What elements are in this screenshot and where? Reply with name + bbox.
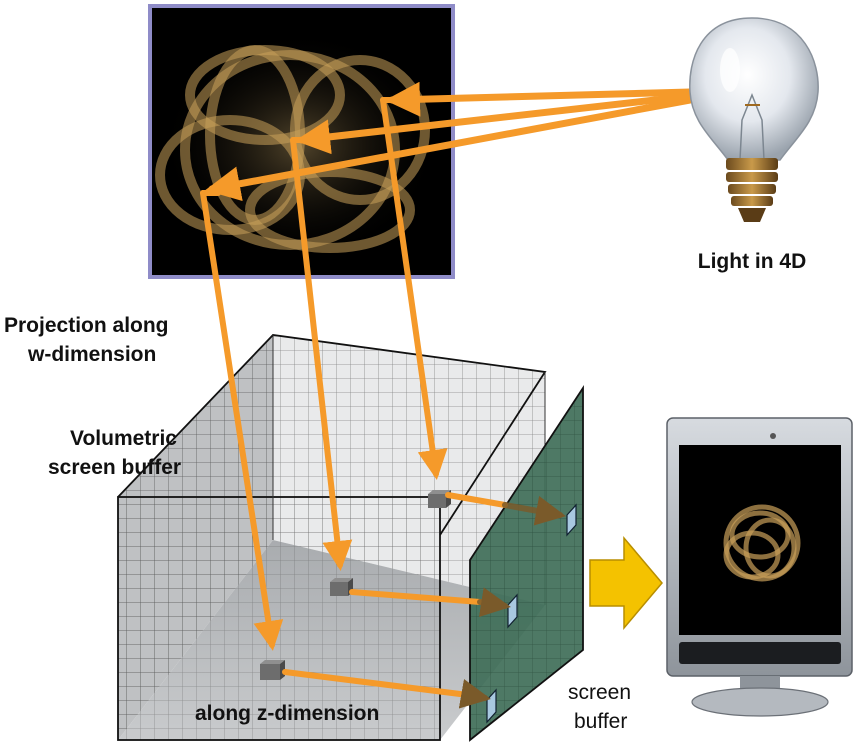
pixel-marker xyxy=(566,503,577,537)
light-bulb-icon xyxy=(689,17,819,222)
light-rays xyxy=(205,81,694,202)
volumetric-label-line1: Volumetric xyxy=(70,427,177,450)
right-arrow-icon xyxy=(589,535,663,631)
screen-buffer-label-line2: buffer xyxy=(574,710,627,733)
rendered-object-image xyxy=(155,45,430,253)
voxel xyxy=(260,660,285,680)
screen-buffer-label-line1: screen xyxy=(568,681,631,704)
projection-label-line2: w-dimension xyxy=(27,343,156,366)
light-label: Light in 4D xyxy=(698,250,807,273)
projection-label-line1: Projection along xyxy=(4,314,169,337)
z-dimension-label: along z-dimension xyxy=(195,702,379,725)
z-dimension-rays xyxy=(282,492,566,709)
monitor-render-image xyxy=(723,504,801,582)
voxel-markers xyxy=(260,490,451,680)
volumetric-buffer-cube xyxy=(117,334,547,741)
voxel xyxy=(330,578,353,596)
screen-buffer-panel xyxy=(469,384,584,742)
monitor-icon xyxy=(666,417,853,717)
volumetric-label-line2: screen buffer xyxy=(48,456,181,479)
